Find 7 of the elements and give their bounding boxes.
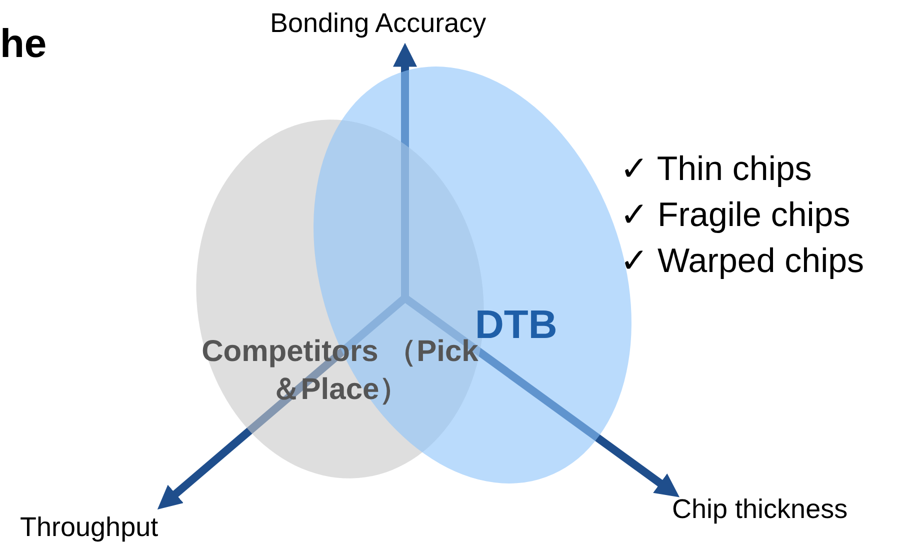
title-fragment: he — [0, 22, 47, 67]
axis-label: Throughput — [20, 512, 158, 543]
axis-label: Chip thickness — [672, 494, 848, 525]
feature-item: ✓ Fragile chips — [620, 195, 850, 235]
feature-item: ✓ Warped chips — [620, 241, 864, 281]
feature-item: ✓ Thin chips — [620, 149, 812, 189]
axis-label: Bonding Accuracy — [270, 8, 486, 39]
